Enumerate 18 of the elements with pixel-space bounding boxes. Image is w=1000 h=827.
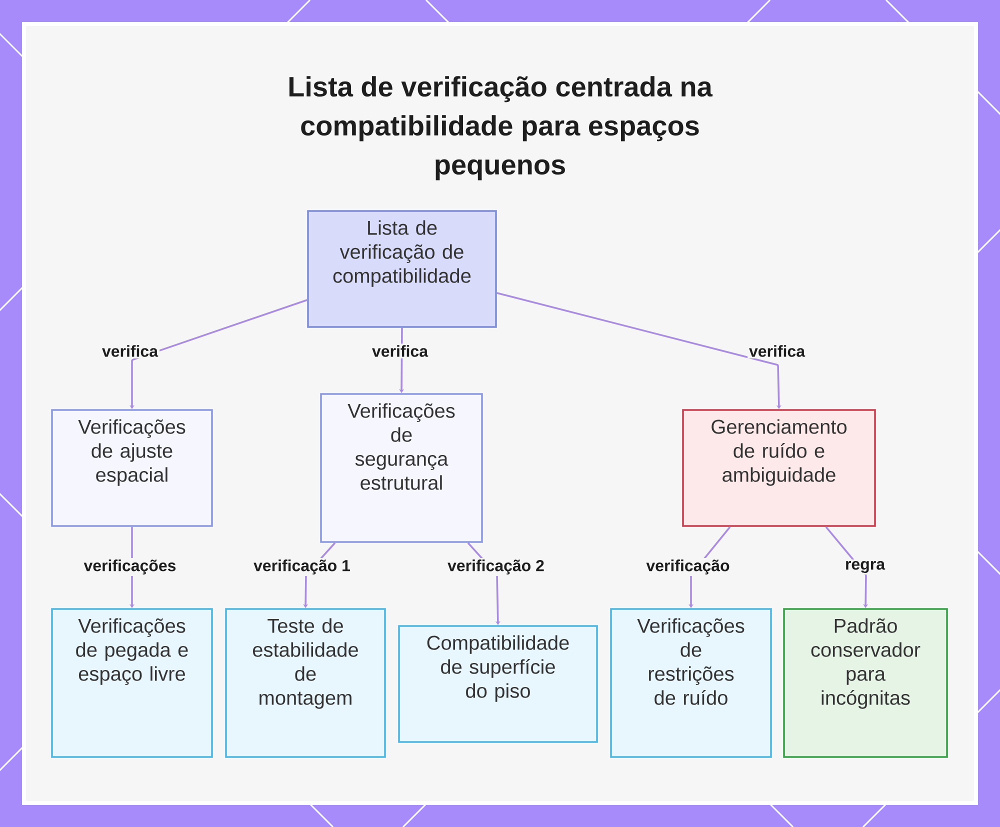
process-box: Verificações de pegada e espaço livre: [51, 608, 213, 758]
process-box: Lista de verificação de compatibilidade: [307, 210, 497, 328]
process-box: Teste de estabilidade de montagem: [225, 608, 386, 758]
process-box: Gerenciamento de ruído e ambiguidade: [682, 409, 876, 527]
title: Lista de verificação centrada na compatibilidade para espaços pequenos: [289, 76, 713, 180]
process-box: Verificações de segurança estrutural: [320, 393, 483, 543]
edge-label: verificação 1: [252, 558, 352, 576]
process-box: Verificações de restrições de ruído: [610, 608, 772, 758]
edge-label: regra: [844, 560, 887, 574]
edge-label: verifica: [100, 344, 160, 358]
edge-label: verificação 2: [446, 558, 546, 576]
process-box: Verificações de ajuste espacial: [51, 409, 213, 527]
edge-label: verifica: [370, 344, 430, 358]
edge-label: verificação: [644, 558, 732, 576]
process-box: Padrão conservador para incógnitas: [783, 608, 948, 758]
process-box: Compatibilidade de superfície do piso: [398, 625, 598, 743]
edge-label: verifica: [748, 344, 807, 358]
edge-label: verificações: [82, 558, 178, 576]
